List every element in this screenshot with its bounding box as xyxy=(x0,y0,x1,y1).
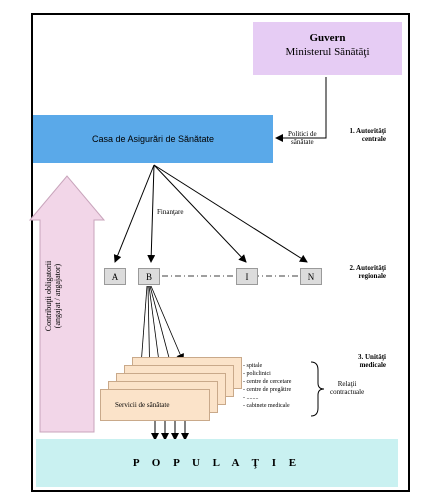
list-item: - ........ xyxy=(243,395,259,401)
guvern-to-casa-arrow xyxy=(275,77,327,142)
arrow-b-to-service-4 xyxy=(149,285,175,370)
service-box-front: Servicii de sănătate xyxy=(100,389,210,421)
populatie-box: P O P U L A Ţ I E xyxy=(36,439,398,487)
regional-node-a: A xyxy=(104,268,126,285)
arrow-b-to-service-5 xyxy=(150,285,184,362)
arrow-casa-to-a xyxy=(113,164,155,263)
politici-label: Politici de sănătate xyxy=(288,130,317,146)
casa-box: Casa de Asigurări de Sănătate xyxy=(33,115,273,163)
level-regional-label: 2. Autorităţi regionale xyxy=(349,264,386,280)
guvern-title: Guvern xyxy=(309,32,346,44)
relatii-label: Relaţii contractuale xyxy=(330,380,365,396)
contributions-arrow xyxy=(28,175,106,433)
list-item: - centre de pregătire xyxy=(243,387,292,393)
list-item: - spitale xyxy=(243,363,263,369)
contributii-label: Contribuţii obligatorii (angajat / angaj… xyxy=(44,260,62,332)
list-item: - cabinete medicale xyxy=(243,403,290,409)
guvern-subtitle: Ministerul Sănătăţi xyxy=(285,46,370,58)
level-central-label: 1. Autorităţi centrale xyxy=(349,127,386,143)
regional-node-b: B xyxy=(138,268,160,285)
services-label: Servicii de sănătate xyxy=(115,401,170,409)
populatie-label: P O P U L A Ţ I E xyxy=(132,457,302,469)
arrow-casa-to-n xyxy=(153,164,308,263)
unit-types-list: - spitale - policlinici - centre de cerc… xyxy=(243,362,291,410)
list-item: - policlinici xyxy=(243,371,271,377)
regional-node-i: I xyxy=(236,268,258,285)
level-medical-label: 3. Unităţi medicale xyxy=(358,353,386,369)
regional-node-n: N xyxy=(300,268,322,285)
casa-label: Casa de Asigurări de Sănătate xyxy=(91,134,215,144)
guvern-box: Guvern Ministerul Sănătăţi xyxy=(253,22,402,75)
contract-brace xyxy=(310,361,325,417)
finantare-label: Finanţare xyxy=(157,208,184,216)
arrow-casa-to-b xyxy=(147,164,156,263)
arrow-casa-to-i xyxy=(153,164,247,263)
list-item: - centre de cercetare xyxy=(243,379,292,385)
